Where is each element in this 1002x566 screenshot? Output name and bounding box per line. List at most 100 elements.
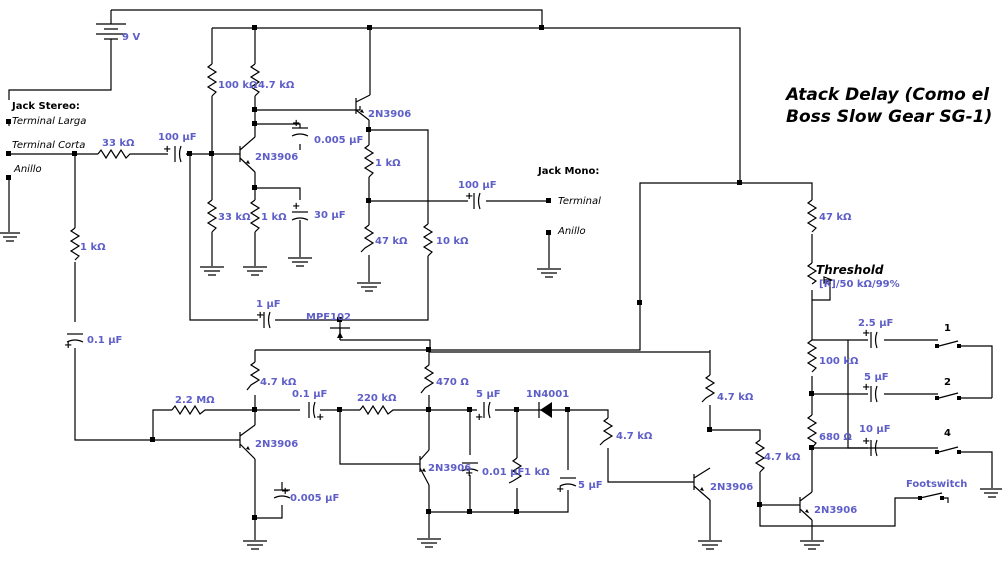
ground-symbol — [800, 540, 824, 550]
ground-symbol — [980, 488, 1002, 498]
transistor-q2 — [355, 94, 371, 121]
label-q2: 2N3906 — [368, 109, 411, 120]
label-r-47k-q2: 47 kΩ — [375, 236, 408, 247]
label-r-4k7-q7: 4.7 kΩ — [764, 452, 801, 463]
label-r-680: 680 Ω — [819, 432, 852, 443]
label-c-100u-in: 100 µF — [158, 132, 197, 143]
svg-text:+: + — [475, 412, 483, 423]
resistor-1k-left — [69, 227, 81, 261]
capacitor-5uf-b — [559, 477, 577, 487]
resistor-33k — [206, 199, 218, 233]
label-r-100k: 100 kΩ — [218, 80, 258, 91]
ground-symbol — [243, 540, 267, 550]
switch-1 — [935, 340, 961, 348]
resistor-1k-q2 — [363, 144, 375, 178]
transistors — [239, 94, 813, 521]
jack-mono-terminal: Terminal — [558, 196, 601, 207]
capacitors: + + + + + + + + + + + + + + — [64, 118, 878, 499]
title-line2: Boss Slow Gear SG-1) — [786, 107, 992, 127]
label-c-5u-b: 5 µF — [578, 480, 603, 491]
capacitor-001uf — [461, 462, 479, 472]
label-r-10k: 10 kΩ — [436, 236, 469, 247]
capacitor-100uf-input — [174, 145, 182, 163]
svg-text:+: + — [862, 328, 870, 339]
label-r-1k-emit: 1 kΩ — [261, 212, 287, 223]
switch-2 — [935, 392, 961, 400]
connectors — [6, 119, 961, 500]
resistor-4k7-q6 — [701, 374, 716, 403]
jack-stereo-anillo: Anillo — [13, 164, 42, 175]
svg-text:+: + — [64, 340, 72, 351]
label-r-4k7-q6: 4.7 kΩ — [717, 392, 754, 403]
ground-symbol — [417, 538, 441, 548]
switch-4 — [935, 446, 961, 454]
transistor-q4 — [419, 449, 430, 486]
capacitor-5uf-c — [870, 385, 878, 403]
capacitor-100uf-output — [473, 192, 481, 210]
battery-9v — [96, 23, 126, 45]
resistor-470 — [420, 364, 435, 394]
label-c-30u: 30 µF — [314, 210, 346, 221]
label-c-0005-top: 0.005 µF — [314, 135, 363, 146]
label-r-1k-q2: 1 kΩ — [375, 158, 401, 169]
capacitor-0005uf-bottom — [273, 489, 291, 499]
resistors — [69, 63, 834, 484]
capacitor-01uf-left — [66, 333, 84, 343]
label-r-in: 33 kΩ — [102, 138, 135, 149]
label-c-01-mid: 0.1 µF — [292, 389, 327, 400]
capacitor-0005uf-top — [291, 127, 309, 137]
footswitch — [918, 496, 944, 500]
svg-text:+: + — [862, 382, 870, 393]
label-diode: 1N4001 — [526, 389, 569, 400]
ground-symbol — [357, 282, 381, 292]
label-r-470: 470 Ω — [436, 377, 469, 388]
wires — [0, 9, 993, 540]
label-c-0005-bot: 0.005 µF — [290, 493, 339, 504]
resistor-4k7-diode — [599, 417, 614, 446]
resistor-680 — [806, 414, 818, 449]
label-r-4k7-top: 4.7 kΩ — [258, 80, 295, 91]
switch-2-label: 2 — [944, 377, 951, 388]
label-r-220k: 220 kΩ — [357, 393, 397, 404]
labels: Atack Delay (Como el Boss Slow Gear SG-1… — [11, 32, 992, 516]
svg-text:+: + — [256, 310, 264, 321]
resistor-4k7-q7 — [754, 439, 766, 473]
ground-symbol — [537, 268, 561, 278]
ground-symbol — [288, 257, 312, 267]
capacitor-10uf — [870, 439, 878, 457]
jack-mono-title: Jack Mono: — [537, 166, 599, 177]
svg-text:+: + — [292, 118, 300, 129]
label-c-1u: 1 µF — [256, 299, 281, 310]
resistor-33k-input — [97, 148, 134, 160]
jack-stereo-title: Jack Stereo: — [11, 101, 80, 112]
junctions — [72, 25, 814, 520]
label-c-001: 0.01 µF — [482, 467, 524, 478]
resistor-2m2 — [171, 404, 210, 416]
resistor-4k7-q3 — [246, 361, 261, 391]
label-c-10u: 10 µF — [859, 424, 891, 435]
svg-text:+: + — [281, 486, 289, 497]
transistor-q5 — [693, 467, 711, 501]
label-r-33k: 33 kΩ — [218, 212, 251, 223]
jfet-mpf102 — [330, 327, 350, 340]
transistor-q1 — [239, 136, 256, 173]
ground-symbol — [200, 266, 224, 276]
label-r-47k-right: 47 kΩ — [819, 212, 852, 223]
grounds — [200, 257, 1002, 550]
svg-text:+: + — [556, 484, 564, 495]
capacitor-01uf-mid — [308, 401, 316, 419]
label-q6: 2N3906 — [814, 505, 857, 516]
svg-text:+: + — [862, 436, 870, 447]
footswitch-label: Footswitch — [906, 479, 967, 490]
label-c-01-left: 0.1 µF — [87, 335, 122, 346]
resistor-100k — [206, 63, 218, 97]
capacitor-5uf-a — [483, 401, 491, 419]
resistor-4k7-top — [249, 63, 261, 97]
potentiometer-threshold — [806, 262, 818, 285]
svg-text:+: + — [316, 412, 324, 423]
capacitor-2u5 — [870, 331, 878, 349]
jack-stereo-terminal-corta: Terminal Corta — [12, 140, 85, 151]
label-c-2u5: 2.5 µF — [858, 318, 893, 329]
label-jfet: MPF102 — [306, 312, 351, 323]
